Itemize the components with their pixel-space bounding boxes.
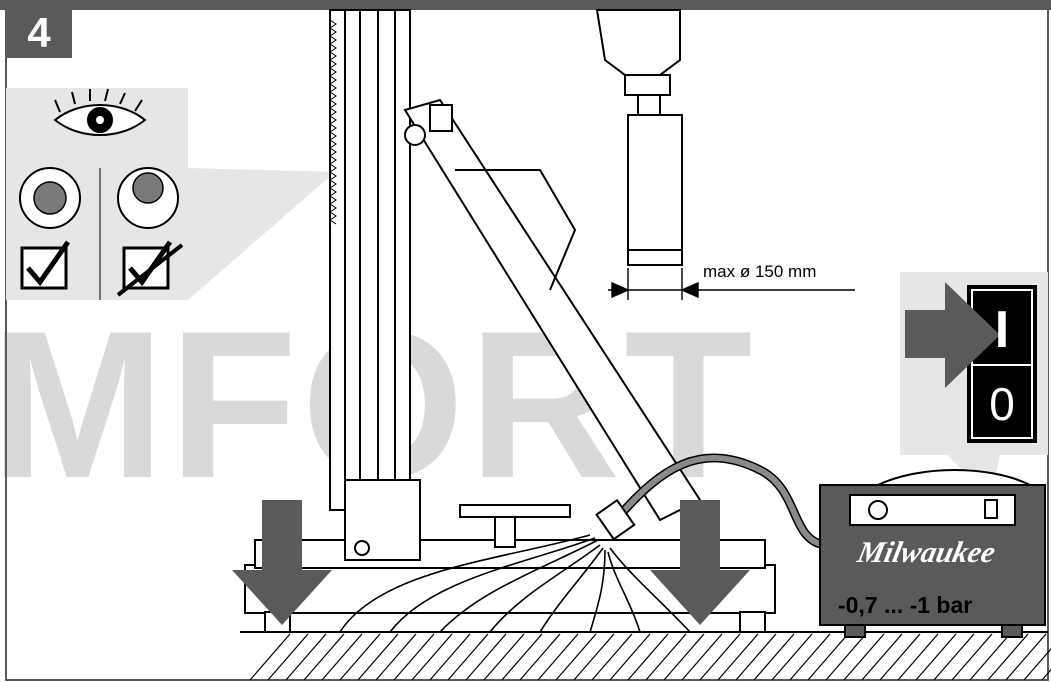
- checkbox-checked-icon: [20, 240, 71, 290]
- hatch-line: [591, 633, 633, 681]
- arrow-down-icon: [650, 500, 750, 625]
- hatch-line: [411, 633, 453, 681]
- hatch-line: [987, 633, 1029, 681]
- hatch-line: [429, 633, 471, 681]
- hatch-line: [393, 633, 435, 681]
- hatch-line: [249, 633, 291, 681]
- hose-connector: [595, 498, 636, 541]
- hatch-line: [267, 633, 309, 681]
- hatch-line: [555, 633, 597, 681]
- hatch-line: [1041, 668, 1051, 681]
- hatch-line: [357, 633, 399, 681]
- hatch-line: [483, 633, 525, 681]
- hatch-line: [969, 633, 1011, 681]
- suction-flow-arrows: [339, 534, 691, 633]
- core-bit: [627, 114, 683, 266]
- pressure-label: -0,7 ... -1 bar: [838, 592, 973, 618]
- hatch-line: [609, 633, 651, 681]
- vacuum-pump: [819, 469, 1046, 638]
- hatch-line: [807, 633, 849, 681]
- hatch-line: [303, 633, 345, 681]
- hatch-line: [465, 633, 507, 681]
- hatch-line: [1005, 633, 1047, 681]
- header-bar: [0, 0, 1051, 10]
- hatch-line: [933, 633, 975, 681]
- hatch-line: [843, 633, 885, 681]
- arrow-right-icon: [905, 282, 1000, 388]
- hatch-line: [447, 633, 489, 681]
- checkbox-crossed-icon: [116, 240, 184, 297]
- dimension-label: max ø 150 mm: [703, 262, 817, 281]
- hatch-line: [717, 633, 759, 681]
- hatch-line: [573, 633, 615, 681]
- rack-teeth: [329, 19, 337, 225]
- hatch-line: [771, 633, 813, 681]
- hatch-line: [645, 633, 687, 681]
- hatch-line: [825, 633, 867, 681]
- hatch-line: [627, 633, 669, 681]
- hatch-line: [699, 633, 741, 681]
- pump-brand-logo: Milwaukee: [854, 536, 999, 569]
- eye-icon: [53, 88, 147, 136]
- hatch-line: [321, 633, 363, 681]
- hatch-line: [519, 633, 561, 681]
- hatch-line: [375, 633, 417, 681]
- gauge-ok-icon: [19, 167, 81, 229]
- hatch-line: [897, 633, 939, 681]
- hatch-line: [951, 633, 993, 681]
- drill-stand-column: [329, 9, 411, 511]
- step-number-badge: 4: [6, 8, 72, 58]
- hatch-line: [735, 633, 777, 681]
- hatch-line: [789, 633, 831, 681]
- stand-handle: [455, 169, 577, 291]
- hatch-line: [285, 633, 327, 681]
- gauge-bad-icon: [117, 167, 179, 229]
- ground-hatching: [240, 631, 1051, 681]
- switch-off-symbol[interactable]: 0: [989, 378, 1015, 430]
- dimension-line: [608, 268, 855, 300]
- drill-motor: [595, 9, 681, 116]
- hatch-line: [861, 633, 903, 681]
- hatch-line: [339, 633, 381, 681]
- hatch-line: [663, 633, 705, 681]
- hatch-line: [1023, 648, 1051, 681]
- switch-on-symbol[interactable]: I: [994, 301, 1010, 359]
- arrow-down-icon: [232, 500, 332, 625]
- hatch-line: [915, 633, 957, 681]
- hatch-line: [753, 633, 795, 681]
- hatch-line: [681, 633, 723, 681]
- hatch-line: [501, 633, 543, 681]
- hatch-line: [537, 633, 579, 681]
- hatch-line: [879, 633, 921, 681]
